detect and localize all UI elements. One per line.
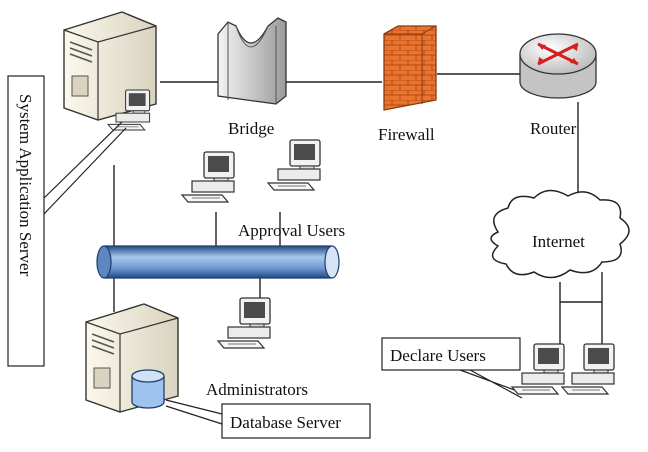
declare-users-callout <box>381 337 521 371</box>
database-server: Database Server <box>85 303 371 439</box>
bridge-device: Bridge <box>217 17 287 138</box>
router-icon <box>519 33 597 99</box>
workstation-icon <box>561 343 615 395</box>
approval-users-label: Approval Users <box>238 221 345 240</box>
declare-users: Declare Users <box>381 337 615 399</box>
brick-firewall-icon <box>383 25 437 111</box>
firewall-device: Firewall <box>378 25 437 144</box>
bridge-icon <box>217 17 287 105</box>
router-label: Router <box>530 119 577 138</box>
approval-users: Approval Users <box>181 139 345 240</box>
workstation-icon <box>217 297 271 349</box>
router-device: Router <box>519 33 597 138</box>
database-cylinder-icon <box>131 369 165 409</box>
declare-users-label: Declare Users <box>390 346 486 365</box>
internet-cloud-icon <box>490 189 630 279</box>
firewall-label: Firewall <box>378 125 435 144</box>
workstation-icon <box>267 139 321 191</box>
database-server-label: Database Server <box>230 413 341 432</box>
database-server-callout <box>221 403 371 439</box>
bridge-label: Bridge <box>228 119 274 138</box>
network-backbone-pipe <box>96 245 340 279</box>
system-server-label: System Application Server <box>16 94 35 277</box>
connection-lines <box>113 73 603 346</box>
administrators-label: Administrators <box>206 380 308 399</box>
system-server-callout: System Application Server <box>7 75 127 367</box>
workstation-icon <box>181 151 235 203</box>
system-application-server <box>63 11 157 131</box>
administrators: Administrators <box>206 297 308 399</box>
internet-label: Internet <box>532 232 585 251</box>
internet-cloud: Internet <box>490 189 630 279</box>
